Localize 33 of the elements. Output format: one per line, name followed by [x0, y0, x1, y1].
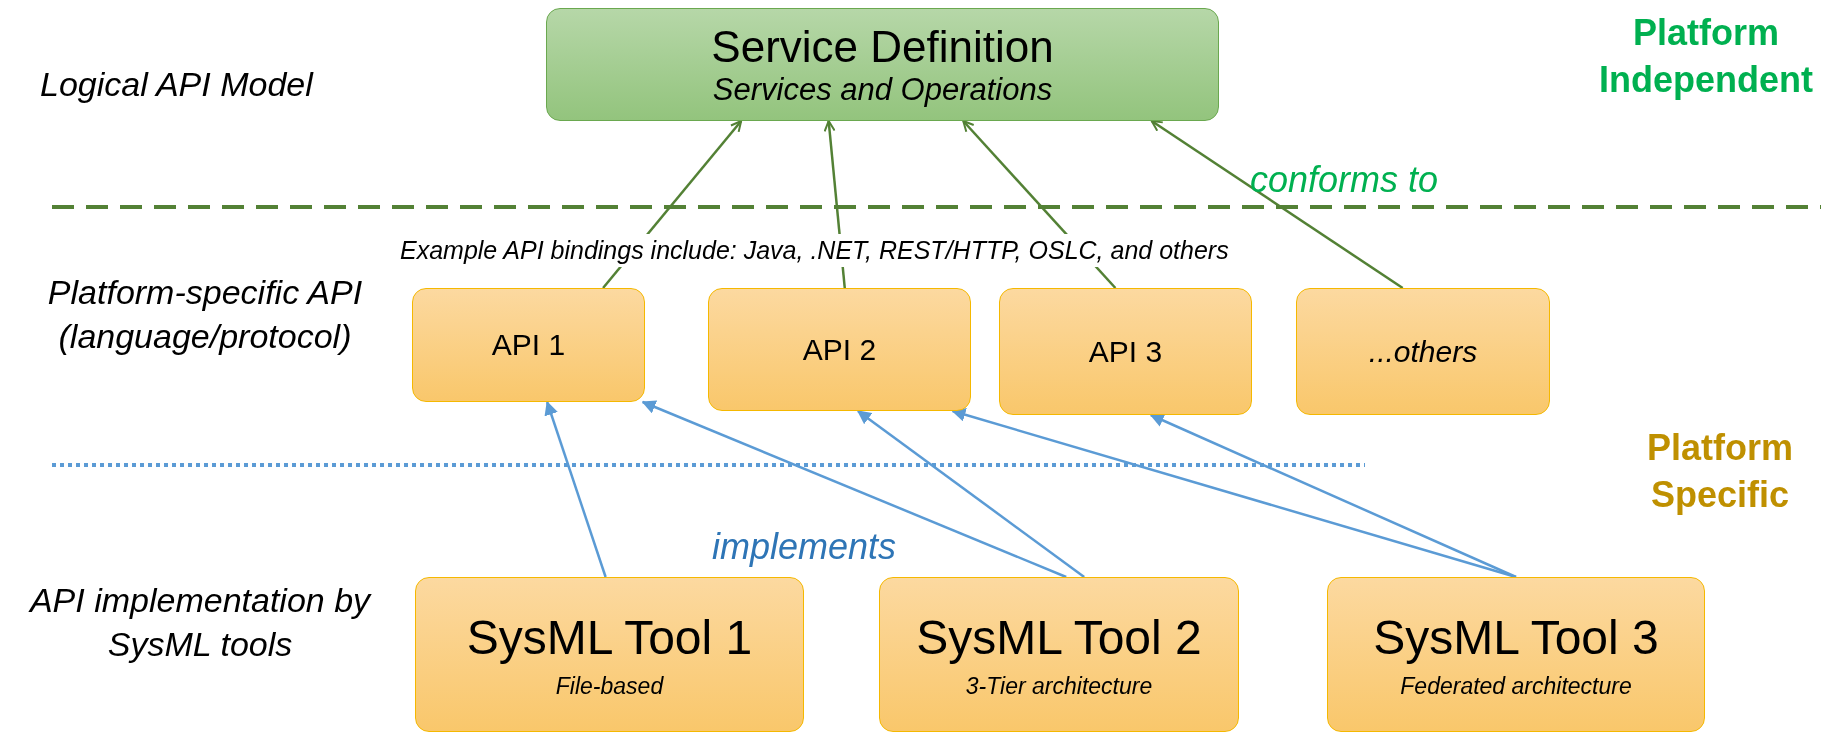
box-title: SysML Tool 2: [916, 609, 1202, 665]
region-label: Platform Specific: [1646, 426, 1794, 517]
box-title: Service Definition: [711, 21, 1054, 72]
arrow: [641, 400, 1067, 579]
arrow: [1150, 119, 1404, 290]
layer-label: API implementation by SysML tools: [27, 580, 373, 666]
box-title: SysML Tool 3: [1373, 609, 1659, 665]
arrow: [1149, 413, 1517, 579]
note: Example API bindings include: Java, .NET, REST/HTTP, OSLC, and others: [400, 234, 1229, 267]
box-subtitle: Federated architecture: [1400, 672, 1632, 700]
region-label: Platform Independent: [1598, 11, 1814, 102]
api-box: [412, 288, 645, 402]
box-subtitle: 3-Tier architecture: [965, 672, 1153, 700]
box-title: API 3: [1088, 334, 1163, 369]
service-box: [546, 8, 1219, 121]
box-title: API 1: [491, 328, 566, 362]
box-title: SysML Tool 1: [466, 609, 753, 665]
box-subtitle: Services and Operations: [712, 71, 1053, 108]
arrow: [544, 400, 607, 578]
arrow: [856, 410, 1085, 578]
tool-box: [1327, 577, 1705, 732]
box-subtitle: File-based: [555, 672, 664, 700]
layer-label: Logical API Model: [40, 64, 313, 105]
tool-box: [879, 577, 1239, 732]
api-box: [1296, 288, 1550, 415]
api-box: [708, 288, 971, 411]
box-title: API 2: [802, 332, 877, 367]
annotation: conforms to: [1250, 158, 1439, 202]
box-title: ...others: [1368, 334, 1478, 369]
layer-label: Platform-specific API (language/protocol): [46, 272, 364, 358]
annotation: implements: [712, 525, 897, 569]
api-box: [999, 288, 1252, 415]
tool-box: [415, 577, 804, 732]
